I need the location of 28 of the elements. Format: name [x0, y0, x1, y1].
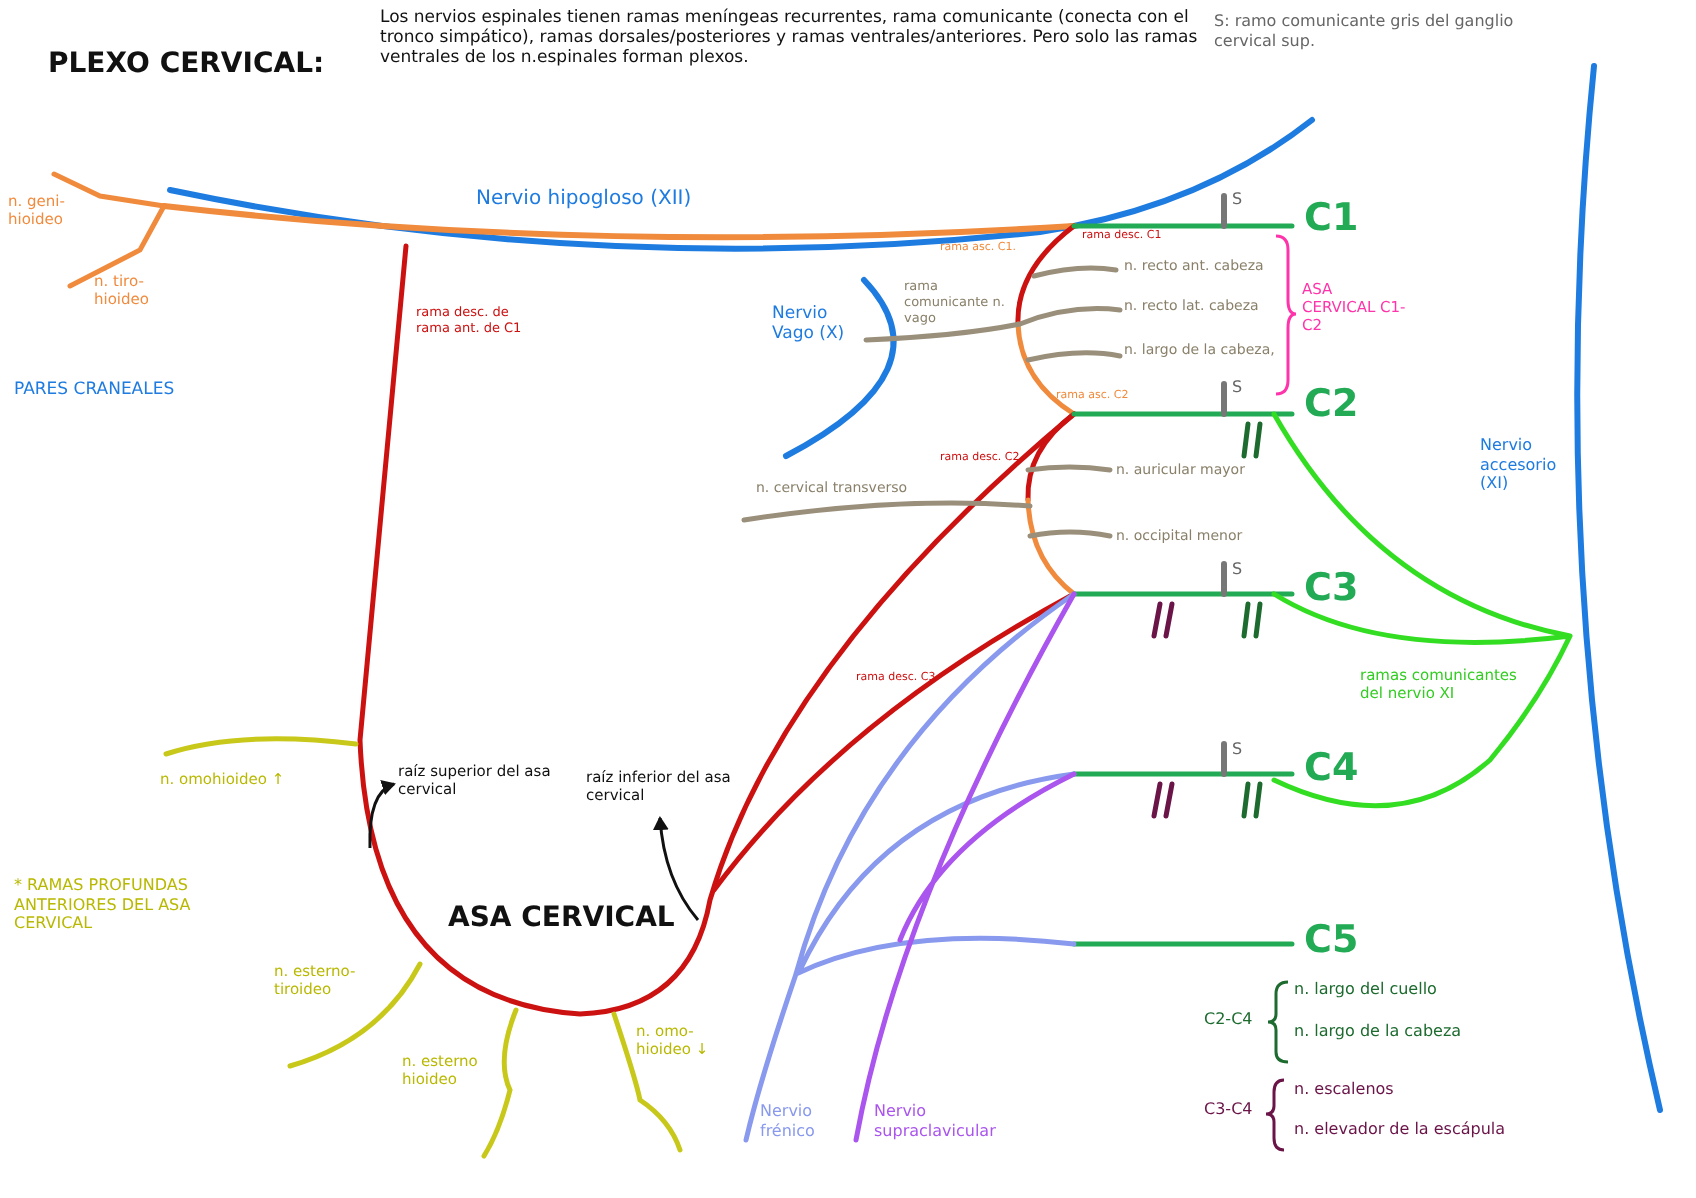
note: Los nervios espinales tienen ramas meníngeas recurrentes, rama comunicante (conecta con el tronco simpático), ramas dorsales/posteriores y ramas ventrales/anteriores. Pero solo las ramas ventrales de los n.espinales forman plexos. [380, 8, 1200, 70]
title: PLEXO CERVICAL: [48, 48, 325, 82]
nerve-label: Nervio frénico [760, 1102, 817, 1141]
root-label: C5 [1304, 918, 1359, 964]
muscle-label: n. largo de la cabeza [1294, 1022, 1462, 1042]
nerve-label: Nervio accesorio (XI) [1480, 436, 1559, 494]
muscle-label: n. escalenos [1294, 1080, 1394, 1100]
root-label: C2 [1304, 382, 1359, 428]
note: * RAMAS PROFUNDAS ANTERIORES DEL ASA CERVICAL [14, 876, 193, 934]
nerve-label: Nervio supraclavicular [874, 1102, 998, 1141]
root-label: C1 [1304, 196, 1359, 242]
muscle-label: n. elevador de la escápula [1294, 1120, 1506, 1140]
group-label: PARES CRANEALES [14, 380, 175, 401]
legend-note: S: ramo comunicante gris del ganglio cervical sup. [1214, 12, 1514, 51]
group-label: C3-C4 [1204, 1100, 1253, 1120]
muscle-label: n. largo del cuello [1294, 980, 1437, 1000]
root-label: C3 [1304, 566, 1359, 612]
marker-label: S [1232, 740, 1243, 760]
leader-line [653, 816, 700, 921]
leader-line [368, 781, 396, 849]
group-label: C2-C4 [1204, 1010, 1253, 1030]
nerve-label: Nervio Vago (X) [772, 304, 847, 345]
marker-label: S [1232, 560, 1243, 580]
structure-label: ASA CERVICAL [448, 902, 675, 936]
nerve-label: Nervio hipogloso (XII) [476, 188, 692, 212]
root-label: C4 [1304, 746, 1359, 792]
marker-label: S [1232, 378, 1243, 398]
marker-label: S [1232, 190, 1243, 210]
